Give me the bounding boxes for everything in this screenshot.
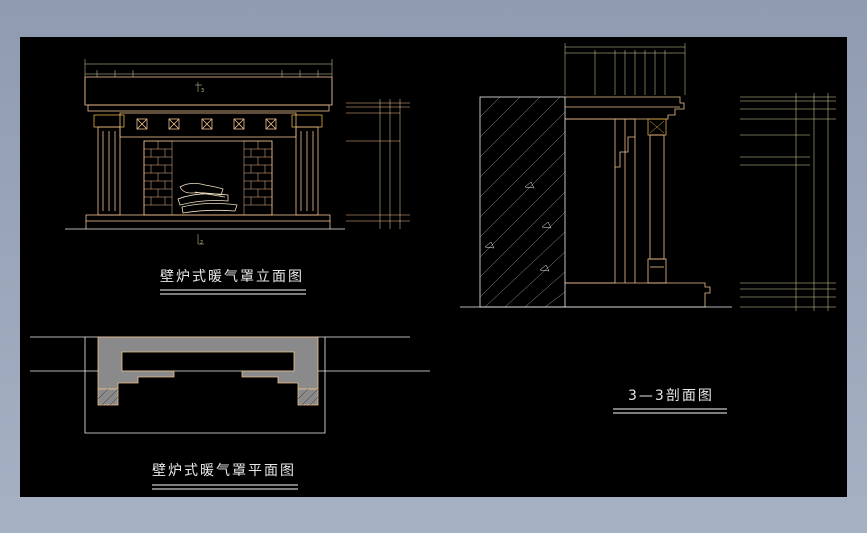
wall-hatch (479, 96, 566, 308)
section-right-dimensions (740, 93, 836, 311)
fireplace-plan (30, 336, 430, 434)
cad-drawing-canvas[interactable]: 3 2 壁炉式暖气罩立面图 (20, 37, 847, 497)
section-mark-top: 3 (201, 88, 204, 94)
elevation-title: 壁炉式暖气罩立面图 (160, 269, 304, 285)
left-column (93, 114, 125, 216)
fireplace-section (460, 43, 732, 308)
fireplace-elevation (65, 59, 345, 245)
brick-right (243, 140, 273, 216)
elevation-top-dimensions (84, 59, 333, 105)
frieze-rosettes (136, 118, 277, 130)
fire-logs (177, 183, 238, 214)
cad-drawing: 3 2 壁炉式暖气罩立面图 (30, 43, 836, 490)
section-mark-bottom: 2 (200, 240, 203, 246)
section-title: 3—3剖面图 (628, 388, 714, 404)
brick-left (143, 140, 173, 216)
plan-title: 壁炉式暖气罩平面图 (152, 463, 296, 479)
elevation-side-dimensions (346, 99, 410, 229)
right-column (291, 114, 323, 216)
